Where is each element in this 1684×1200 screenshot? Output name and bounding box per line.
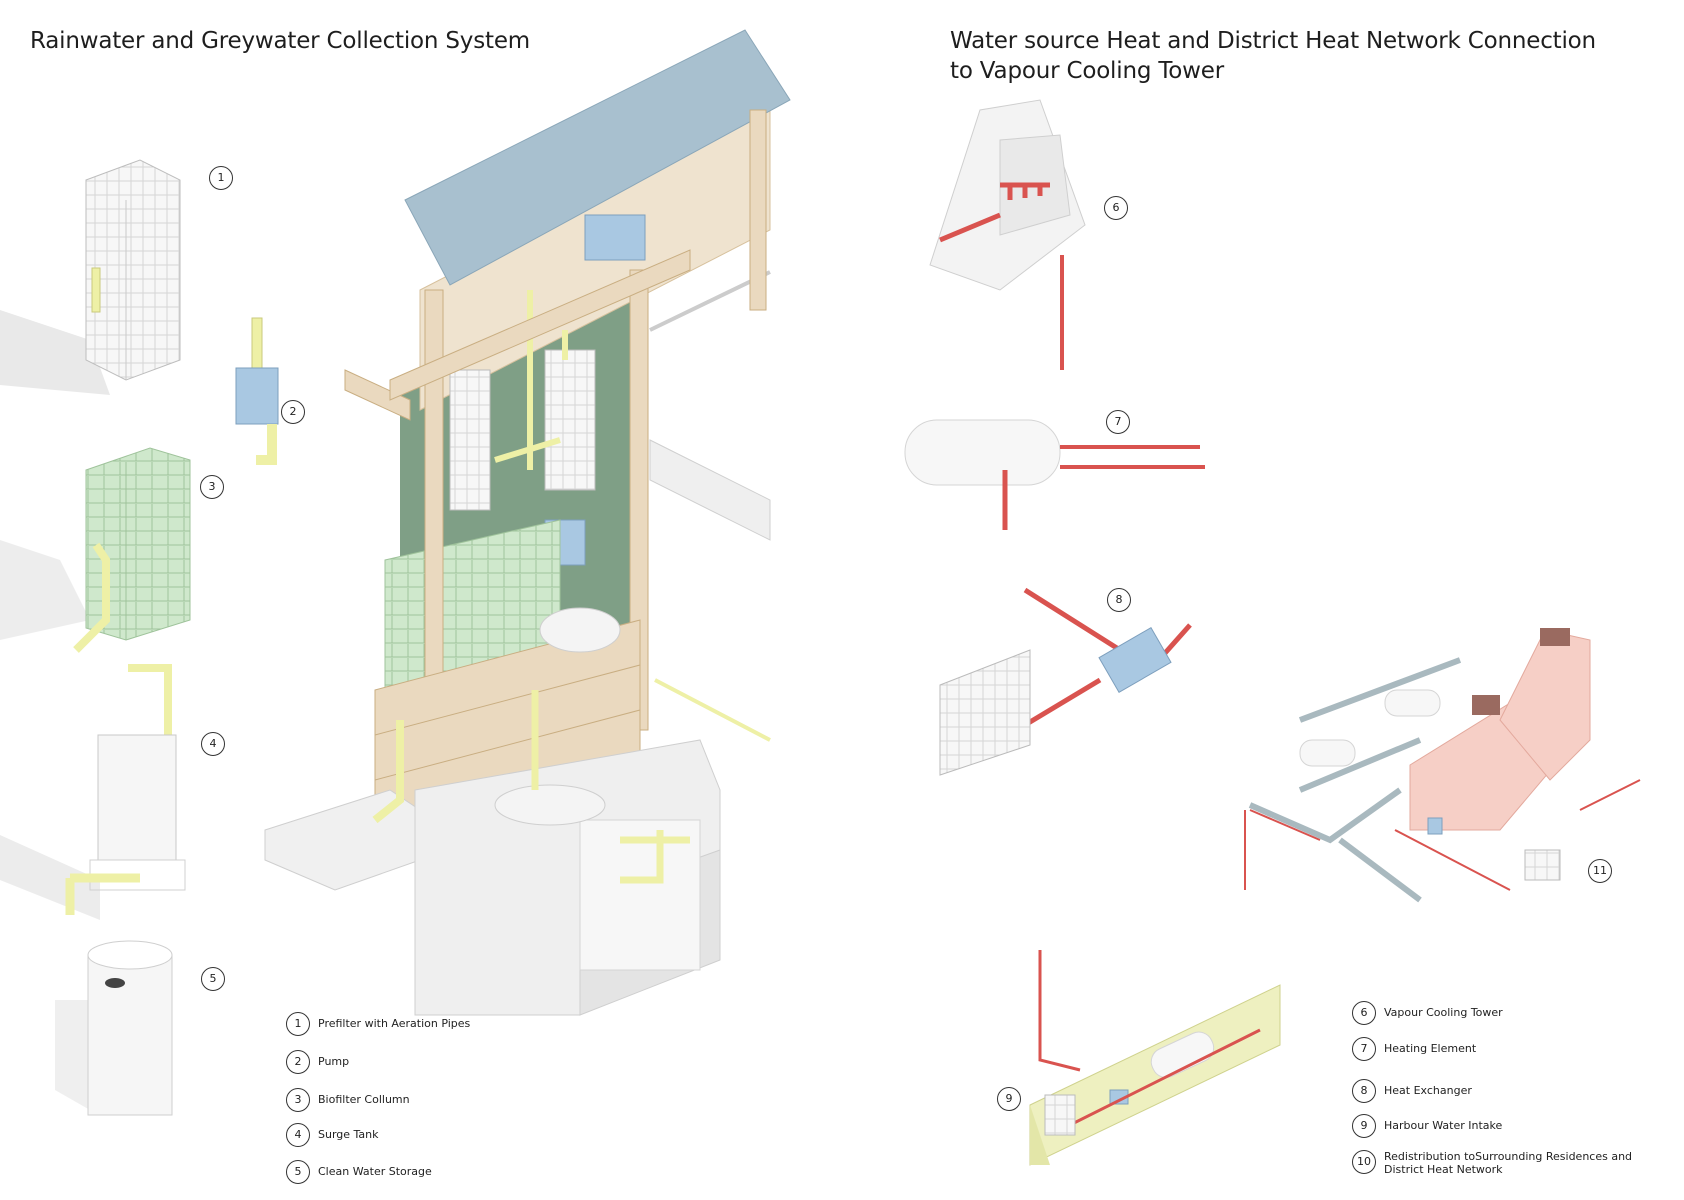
legend-number: 6 (1352, 1001, 1376, 1025)
pump-illustration (235, 317, 279, 465)
legend-number: 1 (286, 1012, 310, 1036)
legend-label: Redistribution toSurrounding Residences … (1384, 1150, 1633, 1176)
legend-number: 10 (1352, 1150, 1376, 1174)
legend-label: Heating Element (1384, 1042, 1477, 1055)
harbour-water-intake-illustration (1029, 950, 1281, 1166)
legend-label: Clean Water Storage (318, 1165, 432, 1178)
callout-8: 8 (1107, 588, 1131, 612)
legend-number: 7 (1352, 1037, 1376, 1061)
right-title-line-1: Water source Heat and District Heat Netw… (950, 28, 1596, 54)
surge-tank-illustration (0, 664, 186, 920)
right-title-line-2: to Vapour Cooling Tower (950, 58, 1224, 84)
legend-number: 4 (286, 1123, 310, 1147)
callout-11: 11 (1588, 859, 1612, 883)
legend-label: Pump (318, 1055, 350, 1068)
callout-2: 2 (281, 400, 305, 424)
legend-label: Prefilter with Aeration Pipes (318, 1017, 471, 1030)
vapour-cooling-tower-illustration (929, 99, 1086, 370)
legend-number: 9 (1352, 1114, 1376, 1138)
callout-3: 3 (200, 475, 224, 499)
callout-5: 5 (201, 967, 225, 991)
heat-exchanger-illustration (939, 587, 1192, 776)
legend-number: 5 (286, 1160, 310, 1184)
legend-label: Biofilter Collumn (318, 1093, 410, 1106)
left-title: Rainwater and Greywater Collection Syste… (30, 28, 530, 54)
heating-element-illustration (904, 419, 1205, 530)
main-section-illustration (264, 29, 791, 1016)
legend-label: Surge Tank (318, 1128, 379, 1141)
legend-label: Harbour Water Intake (1384, 1119, 1503, 1132)
legend-number: 8 (1352, 1079, 1376, 1103)
callout-7: 7 (1106, 410, 1130, 434)
callout-4: 4 (201, 732, 225, 756)
district-network-illustration (1244, 628, 1641, 903)
legend-number: 2 (286, 1050, 310, 1074)
biofilter-illustration (0, 447, 191, 653)
callout-1: 1 (209, 166, 233, 190)
callout-9: 9 (997, 1087, 1021, 1111)
callout-6: 6 (1104, 196, 1128, 220)
legend-label: Vapour Cooling Tower (1384, 1006, 1503, 1019)
legend-label: Heat Exchanger (1384, 1084, 1472, 1097)
legend-number: 3 (286, 1088, 310, 1112)
clean-water-storage-illustration (55, 940, 173, 1116)
prefilter-tank-illustration (0, 159, 181, 395)
